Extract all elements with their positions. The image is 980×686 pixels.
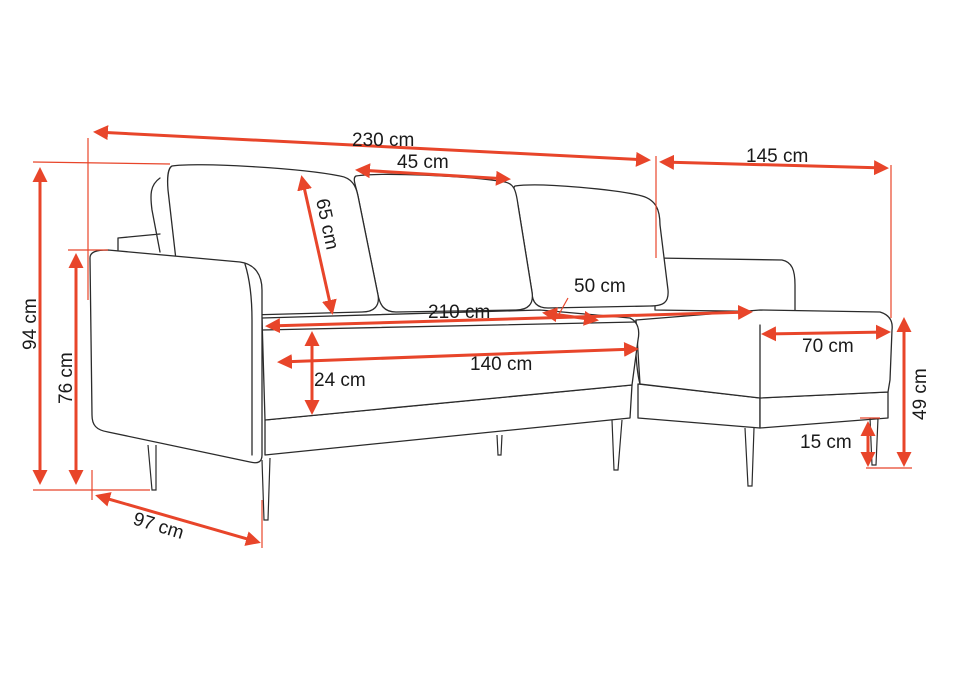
dim-total-width-arrow xyxy=(93,125,651,167)
label-chaise-height: 49 cm xyxy=(910,368,931,420)
label-seat-width: 210 cm xyxy=(428,302,490,323)
dim-seat-width-arrow xyxy=(265,304,753,334)
label-total-width: 230 cm xyxy=(352,130,414,151)
dim-seat-depth-arrow xyxy=(542,307,599,326)
dim-bed-length-arrow xyxy=(277,341,639,370)
dim-backrest-height-arrow xyxy=(297,175,337,315)
sofa-outline xyxy=(89,164,893,521)
dim-chaise-width-arrow xyxy=(761,324,891,342)
label-leg-height: 15 cm xyxy=(800,432,852,453)
label-chaise-length: 145 cm xyxy=(746,146,808,167)
label-chaise-width: 70 cm xyxy=(802,336,854,357)
sofa-legs xyxy=(147,417,879,521)
label-cushion-width: 45 cm xyxy=(397,152,449,173)
label-total-height: 94 cm xyxy=(20,298,41,350)
dim-total-depth-arrow xyxy=(95,492,261,546)
chaise-cushion xyxy=(635,309,893,399)
dim-cushion-width-arrow xyxy=(355,163,511,186)
dim-chaise-length-arrow xyxy=(659,154,889,176)
label-arm-height: 76 cm xyxy=(56,352,77,404)
back-cushion-center xyxy=(353,173,534,313)
dimension-arrows xyxy=(32,125,912,546)
back-frame xyxy=(117,177,161,253)
label-seat-thickness: 24 cm xyxy=(314,370,366,391)
label-bed-length: 140 cm xyxy=(470,354,532,375)
label-seat-depth: 50 cm xyxy=(574,276,626,297)
left-armrest xyxy=(89,249,263,464)
chaise-backrest xyxy=(654,257,796,313)
